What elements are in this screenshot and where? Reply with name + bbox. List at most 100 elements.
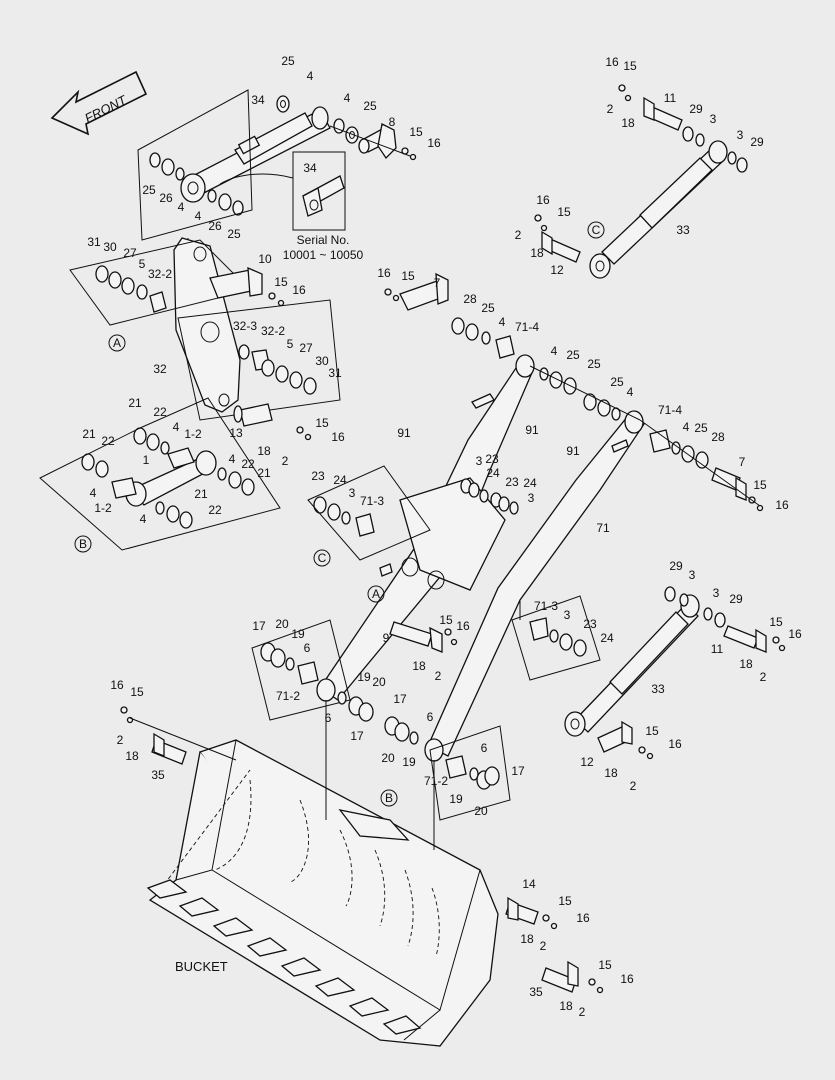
part-label: 15 [274,275,288,289]
part-label: 26 [208,219,222,233]
part-label: 25 [587,357,601,371]
part-label: 71-4 [515,320,539,334]
part-label: 16 [331,430,345,444]
part-label: 21 [82,427,96,441]
part-label: 32-2 [148,267,172,281]
front-arrow-text: FRONT [82,92,130,126]
part-label: 18 [530,246,544,260]
part-label: 25 [227,227,241,241]
part-label: 16 [668,737,682,751]
part-label: 6 [481,741,488,755]
part-label: 17 [511,764,525,778]
part-label: 15 [623,59,637,73]
serial-inset: 34 Serial No. 10001 ~ 10050 [219,151,364,262]
part-label: 18 [520,932,534,946]
lower-pins [251,619,511,821]
part-label: 16 [576,911,590,925]
part-label: 15 [558,894,572,908]
part-label: 6 [325,711,332,725]
pin-9 [389,621,458,653]
part-label: 71 [596,521,610,535]
bucket-cylinder-lower [511,586,786,760]
part-label: 16 [292,283,306,297]
serial-line1: Serial No. [297,233,350,247]
part-label: 24 [523,476,537,490]
part-label: 29 [689,102,703,116]
part-label: 29 [729,592,743,606]
part-label: 4 [683,420,690,434]
part-label: 25 [694,421,708,435]
part-label: 3 [564,608,571,622]
part-label: 27 [299,341,313,355]
callout-c-boom-text: C [318,551,327,565]
part-label: 25 [363,99,377,113]
part-label: 2 [630,779,637,793]
part-label: 3 [710,112,717,126]
part-label: 4 [344,91,351,105]
part-label: 23 [485,452,499,466]
part-label: 25 [481,301,495,315]
part-label: 20 [372,675,386,689]
part-label: 16 [110,678,124,692]
part-label: 30 [103,240,117,254]
part-label: 24 [486,466,500,480]
part-label: 15 [401,269,415,283]
part-label: 4 [140,512,147,526]
part-label: 4 [195,209,202,223]
callout-a-boom-text: A [372,587,380,601]
part-label: 3 [737,128,744,142]
part-label: 1-2 [184,427,202,441]
part-label: 1 [143,453,150,467]
part-label: 3 [528,491,535,505]
part-label: 16 [536,193,550,207]
part-label: 17 [393,692,407,706]
part-label: 18 [739,657,753,671]
part-label: 16 [605,55,619,69]
part-label: 71-4 [658,403,682,417]
part-label: 91 [397,426,411,440]
part-label: 7 [434,276,441,290]
part-label: 3 [476,454,483,468]
part-label: 4 [551,344,558,358]
part-label: 25 [610,375,624,389]
part-label: 71-2 [424,774,448,788]
part-label: 32-3 [233,319,257,333]
part-label: 1-2 [94,501,112,515]
part-label: 23 [311,469,325,483]
part-label: 19 [402,755,416,769]
part-label: 32-2 [261,324,285,338]
pin-group-top [137,89,417,241]
callout-c-cyl-text: C [592,223,601,237]
callout-a-top-text: A [113,336,121,350]
callout-a-boom: A [367,585,385,603]
part-label: 23 [505,475,519,489]
part-label: 4 [178,200,185,214]
part-label: 4 [173,420,180,434]
part-label: 28 [711,430,725,444]
serial-part-label: 34 [303,161,317,175]
callout-b-left: B [74,535,92,553]
part-label: 15 [645,724,659,738]
callout-b-left-text: B [79,537,87,551]
part-label: 16 [788,627,802,641]
part-label: 5 [139,257,146,271]
part-label: 71-2 [276,689,300,703]
part-label: 25 [281,54,295,68]
part-label: 8 [389,115,396,129]
callout-c-boom: C [313,549,331,567]
part-label: 22 [241,457,255,471]
callout-b-bucket-text: B [385,791,393,805]
part-label: 12 [550,263,564,277]
part-label: 4 [229,452,236,466]
part-label: 4 [307,69,314,83]
part-label: 33 [651,682,665,696]
part-label: 23 [583,617,597,631]
part-label: 13 [229,426,243,440]
part-label: 14 [522,877,536,891]
part-label: 6 [304,641,311,655]
part-label: 10 [258,252,272,266]
part-label: 20 [381,751,395,765]
part-label: 6 [427,710,434,724]
